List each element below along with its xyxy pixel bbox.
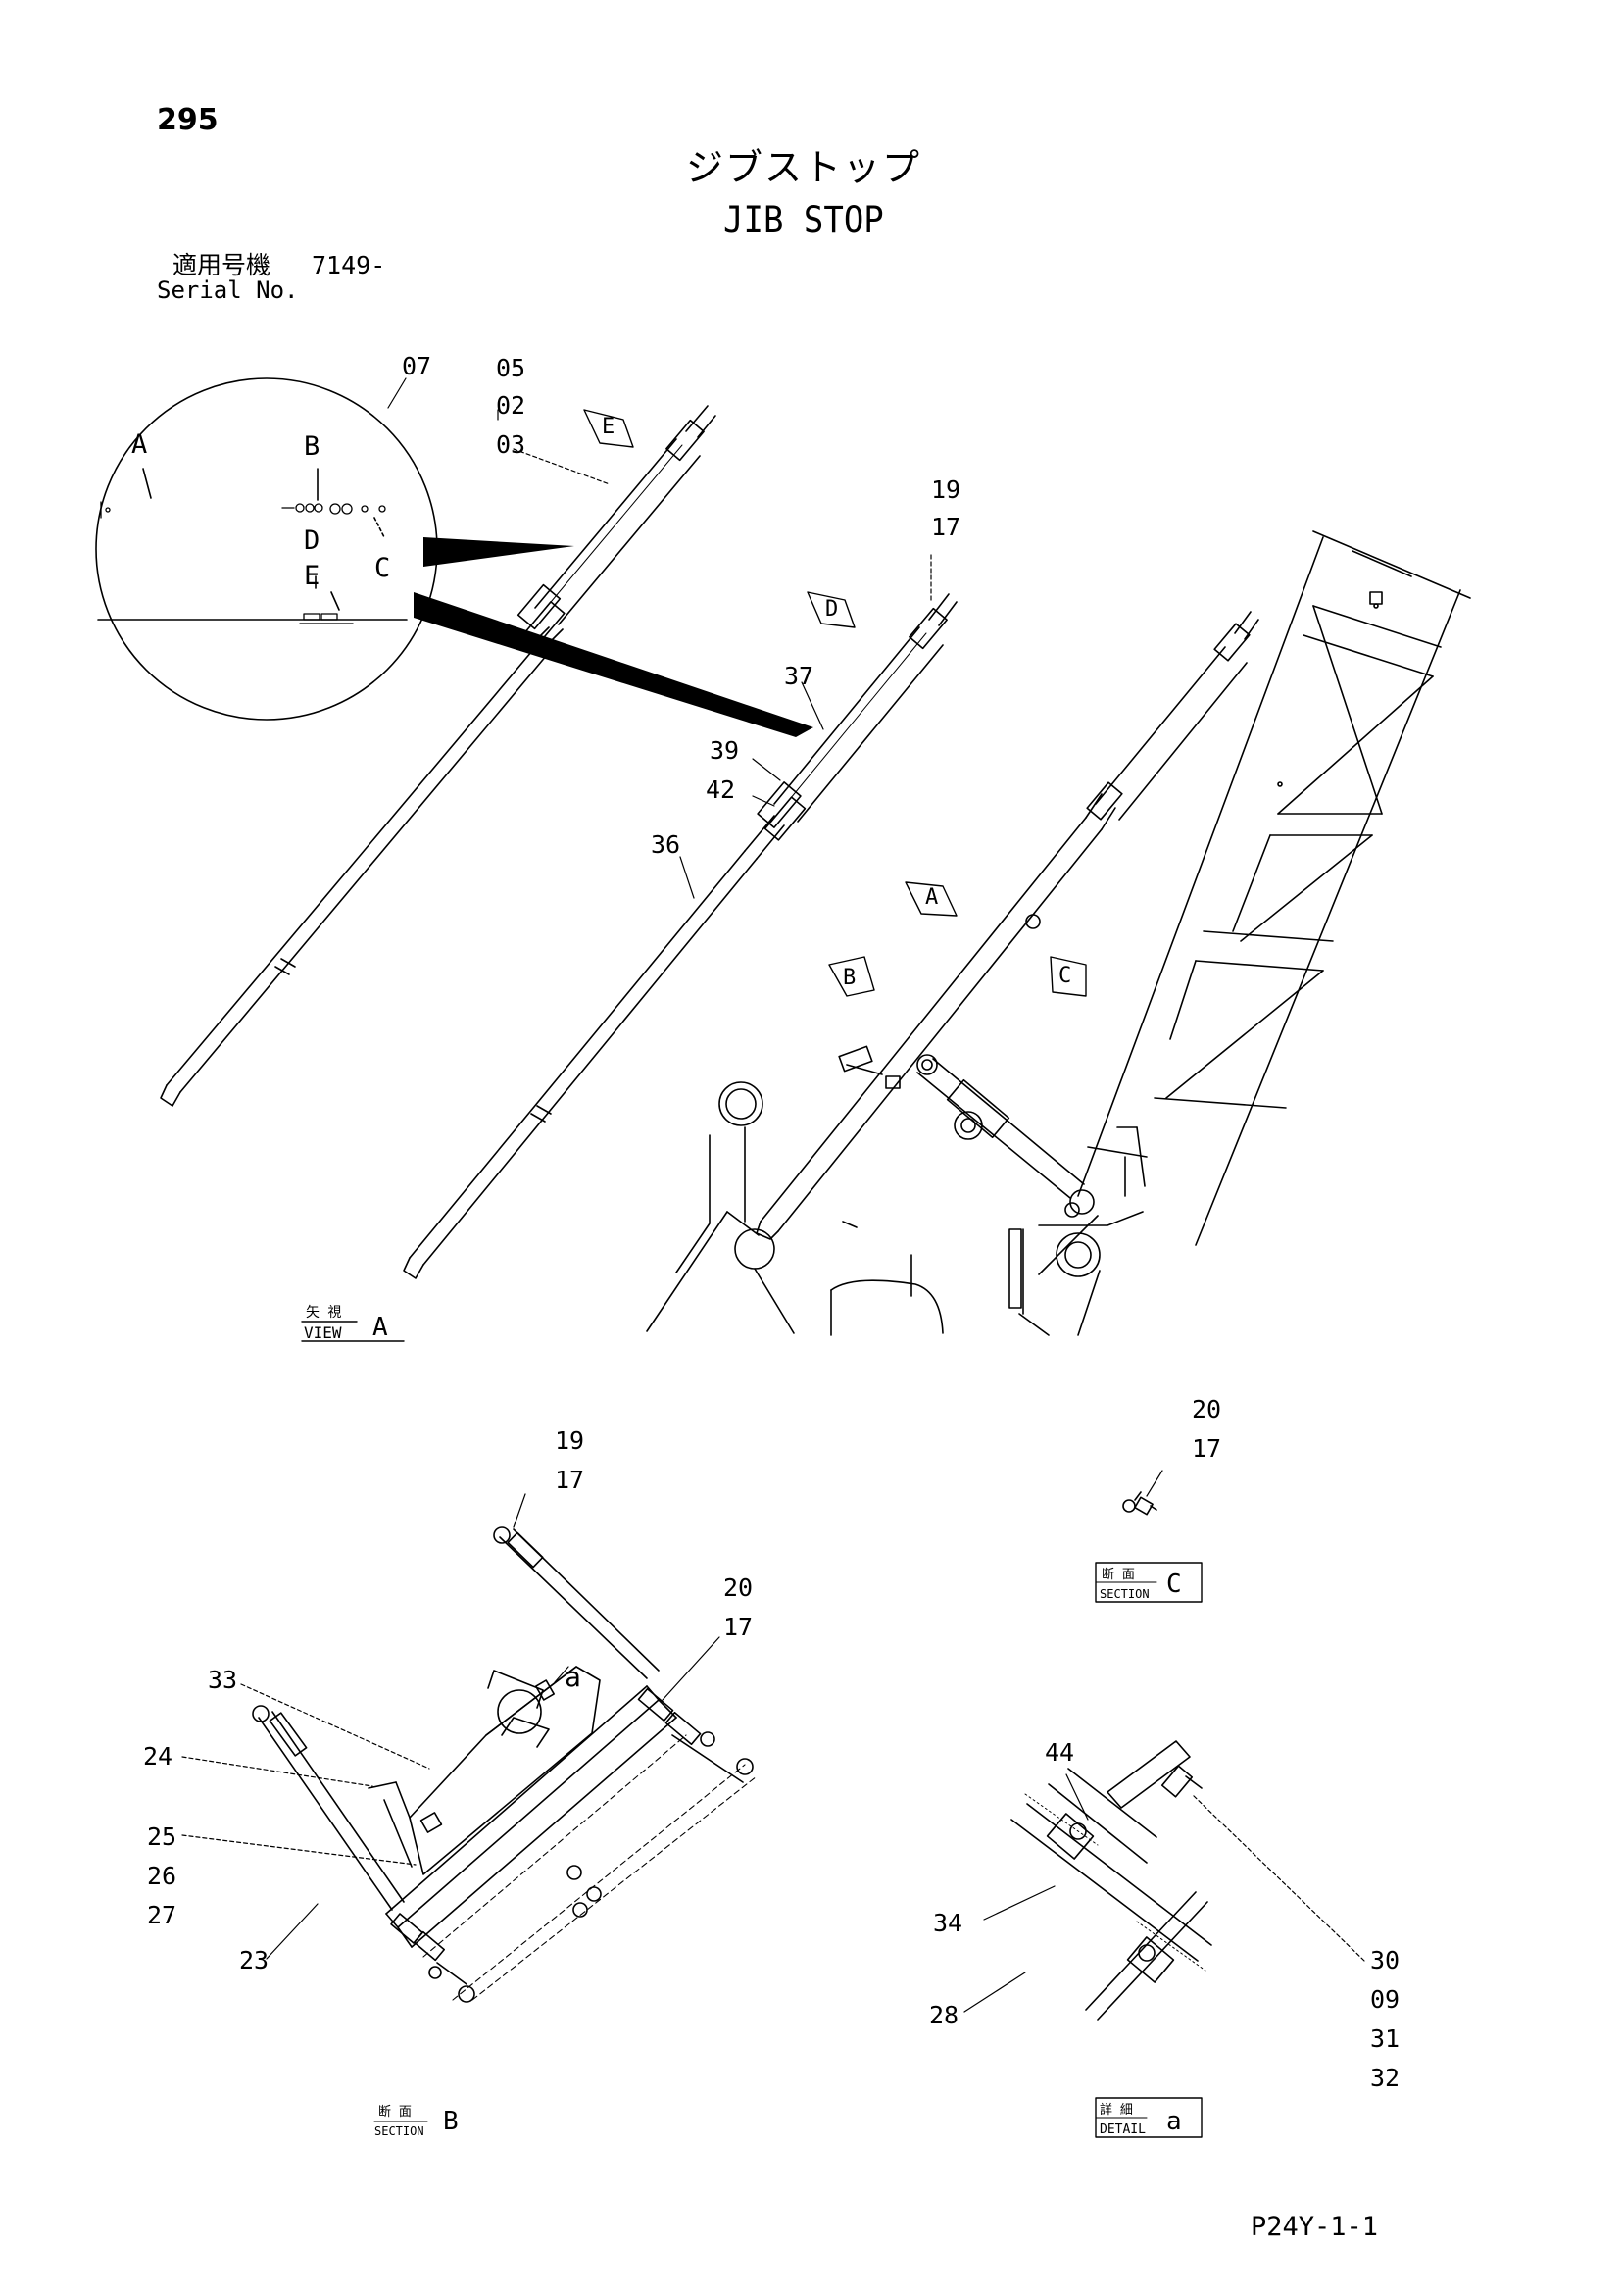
view-a-label: 矢 視 VIEW A bbox=[301, 1305, 405, 1342]
detail-marker-c: C bbox=[374, 553, 390, 583]
view-arrow-a-label: A bbox=[925, 885, 938, 910]
section-c-label: 断 面 SECTION C bbox=[1095, 1562, 1203, 1603]
callout-19-view-a: 19 bbox=[931, 475, 960, 504]
callout-30: 30 bbox=[1370, 1946, 1400, 1974]
view-arrow-b bbox=[828, 956, 875, 997]
section-b-label-english: SECTION bbox=[374, 2124, 424, 2138]
callout-33: 33 bbox=[208, 1666, 237, 1694]
view-a-label-english: VIEW bbox=[304, 1323, 342, 1342]
callout-26: 26 bbox=[147, 1862, 176, 1890]
callout-20-section-c: 20 bbox=[1192, 1395, 1221, 1423]
page-code: P24Y-1-1 bbox=[1251, 2212, 1379, 2242]
jib-frame-assembly bbox=[646, 530, 1471, 1336]
detail-circle bbox=[95, 377, 813, 737]
serial-label-english: Serial No. bbox=[157, 276, 299, 304]
callout-05: 05 bbox=[496, 354, 525, 382]
callout-17-section-b-right: 17 bbox=[723, 1613, 753, 1641]
view-arrow-c-label: C bbox=[1058, 964, 1071, 988]
view-arrow-e-label: E bbox=[602, 415, 615, 439]
page-title-english: JIB STOP bbox=[723, 199, 884, 242]
callout-39: 39 bbox=[710, 736, 739, 765]
section-c-label-english: SECTION bbox=[1100, 1587, 1150, 1601]
view-arrow-d bbox=[807, 591, 856, 628]
detail-a-leaders bbox=[963, 1773, 1365, 2013]
page-number: 295 bbox=[157, 103, 219, 137]
callout-17-section-b: 17 bbox=[555, 1466, 584, 1494]
leader-line bbox=[373, 517, 385, 538]
callout-37: 37 bbox=[784, 662, 813, 690]
callout-03: 03 bbox=[496, 430, 525, 459]
callout-27: 27 bbox=[147, 1901, 176, 1929]
callout-23: 23 bbox=[239, 1946, 269, 1974]
detail-marker-a: A bbox=[131, 429, 147, 460]
callout-17-section-c: 17 bbox=[1192, 1434, 1221, 1463]
callout-36: 36 bbox=[651, 830, 680, 859]
view-a-letter: A bbox=[372, 1313, 388, 1342]
view-arrow-a bbox=[905, 881, 958, 917]
callout-07: 07 bbox=[402, 352, 431, 380]
callout-32: 32 bbox=[1370, 2064, 1400, 2092]
view-a-leaders bbox=[387, 377, 932, 899]
callout-20-section-b: 20 bbox=[723, 1573, 753, 1602]
detail-a-label: 詳 細 DETAIL a bbox=[1095, 2097, 1203, 2138]
detail-a-reference: a bbox=[565, 1661, 581, 1693]
callout-31: 31 bbox=[1370, 2024, 1400, 2053]
view-arrow-b-label: B bbox=[843, 966, 856, 990]
leader-line bbox=[142, 468, 152, 499]
callout-19-section-b: 19 bbox=[555, 1426, 584, 1455]
callout-25: 25 bbox=[147, 1822, 176, 1851]
serial-label-japanese: 適用号機 bbox=[172, 251, 271, 279]
detail-a-letter: a bbox=[1166, 2107, 1182, 2136]
detail-marker-d: D bbox=[304, 525, 320, 556]
section-c-drawing bbox=[1122, 1470, 1163, 1516]
detail-marker-e: E bbox=[304, 561, 320, 591]
callout-44: 44 bbox=[1045, 1738, 1074, 1767]
serial-number-value: 7149- bbox=[312, 251, 386, 279]
detail-marker-b: B bbox=[304, 431, 320, 462]
view-arrows bbox=[583, 409, 1087, 997]
callout-42: 42 bbox=[706, 775, 735, 804]
jib-stop-cylinder-left bbox=[160, 405, 716, 1107]
leader-line bbox=[330, 591, 340, 611]
view-arrow-e bbox=[583, 409, 634, 448]
page-title-japanese: ジブストップ bbox=[686, 146, 922, 189]
section-c-letter: C bbox=[1166, 1570, 1182, 1599]
view-a-label-japanese: 矢 視 bbox=[306, 1305, 341, 1321]
callout-34: 34 bbox=[933, 1909, 962, 1937]
view-arrow-d-label: D bbox=[825, 597, 838, 622]
callout-28: 28 bbox=[929, 2001, 959, 2029]
view-arrow-c bbox=[1050, 956, 1087, 997]
section-b-letter: B bbox=[443, 2107, 459, 2136]
detail-a-drawing bbox=[1010, 1740, 1212, 2021]
section-b-leaders bbox=[181, 1493, 720, 1960]
jib-stop-cylinder-middle bbox=[403, 593, 958, 1279]
detail-a-label-english: DETAIL bbox=[1100, 2122, 1146, 2137]
detail-small-parts bbox=[100, 501, 386, 624]
callout-24: 24 bbox=[143, 1742, 172, 1771]
callout-02: 02 bbox=[496, 391, 525, 420]
section-b-drawing bbox=[252, 1526, 758, 2003]
detail-a-label-japanese: 詳 細 bbox=[1100, 2102, 1133, 2118]
section-b-label: 断 面 SECTION B bbox=[373, 2105, 459, 2138]
callout-17-view-a: 17 bbox=[931, 513, 960, 541]
section-c-label-japanese: 断 面 bbox=[1102, 1568, 1135, 1582]
section-b-label-japanese: 断 面 bbox=[378, 2105, 412, 2120]
callout-09: 09 bbox=[1370, 1985, 1400, 2014]
